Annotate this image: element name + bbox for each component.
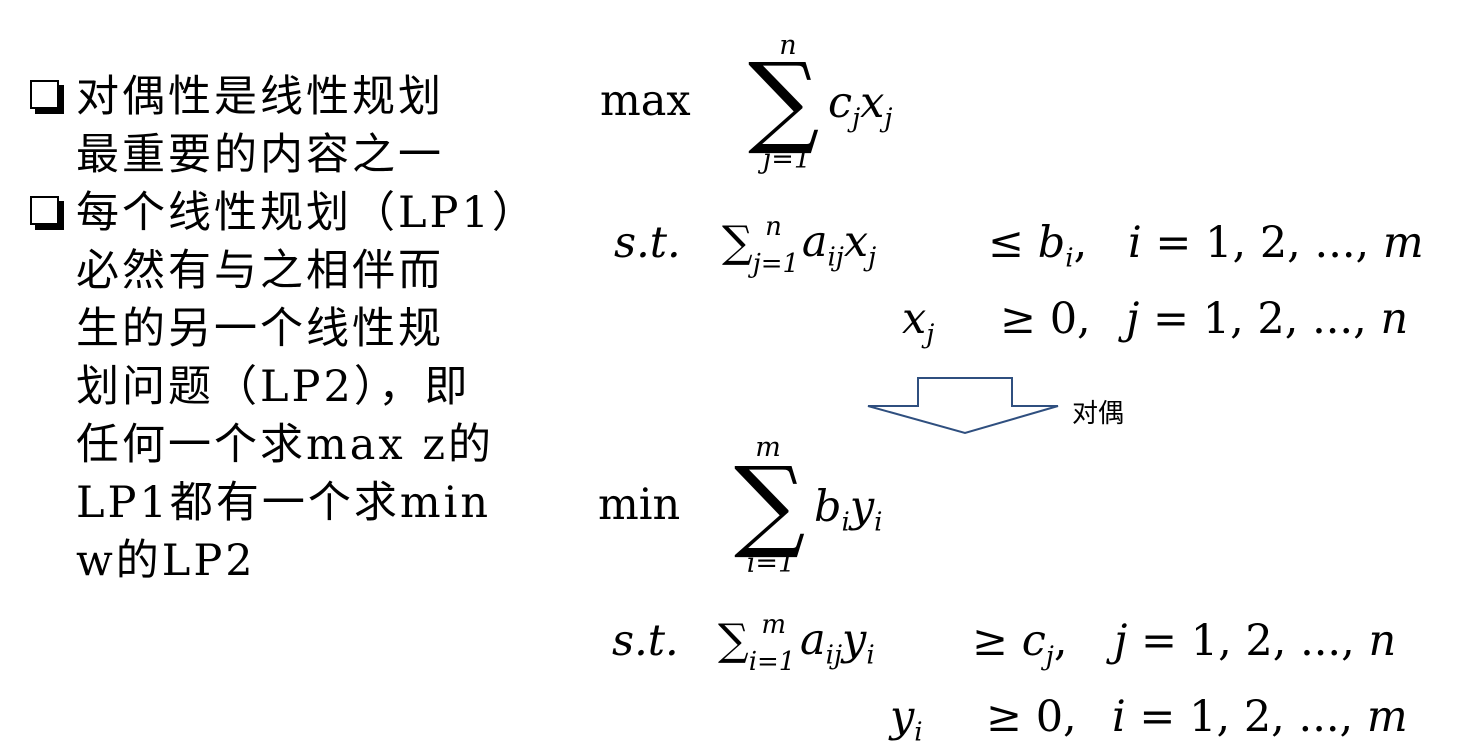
dual-constraint2-lhs: yi: [890, 692, 923, 748]
primal-constraint2-rel: ≥ 0,: [1000, 294, 1091, 344]
bullet-1-line-1: 对偶性是线性规划: [76, 72, 444, 122]
primal-constraint1-range: i = 1, 2, ..., m: [1128, 218, 1424, 268]
bullet-2-line-2: 必然有与之相伴而: [76, 246, 444, 296]
bullet-2-line-1: 每个线性规划（LP1）: [76, 188, 538, 238]
primal-objective-op: max: [600, 76, 691, 126]
duality-label: 对偶: [1072, 399, 1125, 429]
dual-sum-upper: m: [755, 432, 781, 463]
primal-sum-lower: j=1: [762, 144, 812, 175]
dual-st: s.t.: [612, 616, 679, 666]
primal-sum-upper: n: [779, 30, 797, 61]
square-bullet-icon: [30, 80, 64, 114]
primal-st: s.t.: [614, 218, 681, 268]
bullet-2-line-7: w的LP2: [76, 536, 256, 586]
bullet-item-2: 每个线性规划（LP1） 必然有与之相伴而 生的另一个线性规 划问题（LP2），即…: [28, 184, 548, 590]
dual-constraint1-rel: ≥ cj,: [972, 616, 1068, 672]
dual-constraint2-range: i = 1, 2, ..., m: [1112, 692, 1408, 742]
primal-constraint1-rel: ≤ bi,: [988, 218, 1088, 274]
dual-sum-lower: i=1: [746, 548, 796, 579]
dual-constraint2-rel: ≥ 0,: [986, 692, 1077, 742]
summation-icon: ∑: [748, 41, 820, 158]
primal-constraint2-range: j = 1, 2, ..., n: [1126, 294, 1409, 344]
down-arrow-icon: [867, 377, 1059, 435]
bullet-list: 对偶性是线性规划 最重要的内容之一 每个线性规划（LP1） 必然有与之相伴而 生…: [28, 68, 548, 590]
summation-icon: ∑: [734, 445, 806, 562]
dual-constraint1-range: j = 1, 2, ..., n: [1114, 616, 1397, 666]
primal-objective-term: cjxj: [828, 78, 893, 134]
bullet-1-line-2: 最重要的内容之一: [76, 130, 444, 180]
bullet-2-line-5: 任何一个求max z的: [76, 420, 494, 470]
dual-objective-term: biyi: [814, 482, 883, 538]
square-bullet-icon: [30, 196, 64, 230]
bullet-2-line-3: 生的另一个线性规: [76, 304, 444, 354]
primal-constraint2-lhs: xj: [902, 294, 935, 350]
bullet-2-line-4: 划问题（LP2），即: [76, 362, 471, 412]
dual-objective-op: min: [598, 480, 681, 530]
bullet-2-line-6: LP1都有一个求min: [76, 478, 492, 528]
bullet-item-1: 对偶性是线性规划 最重要的内容之一: [28, 68, 548, 184]
